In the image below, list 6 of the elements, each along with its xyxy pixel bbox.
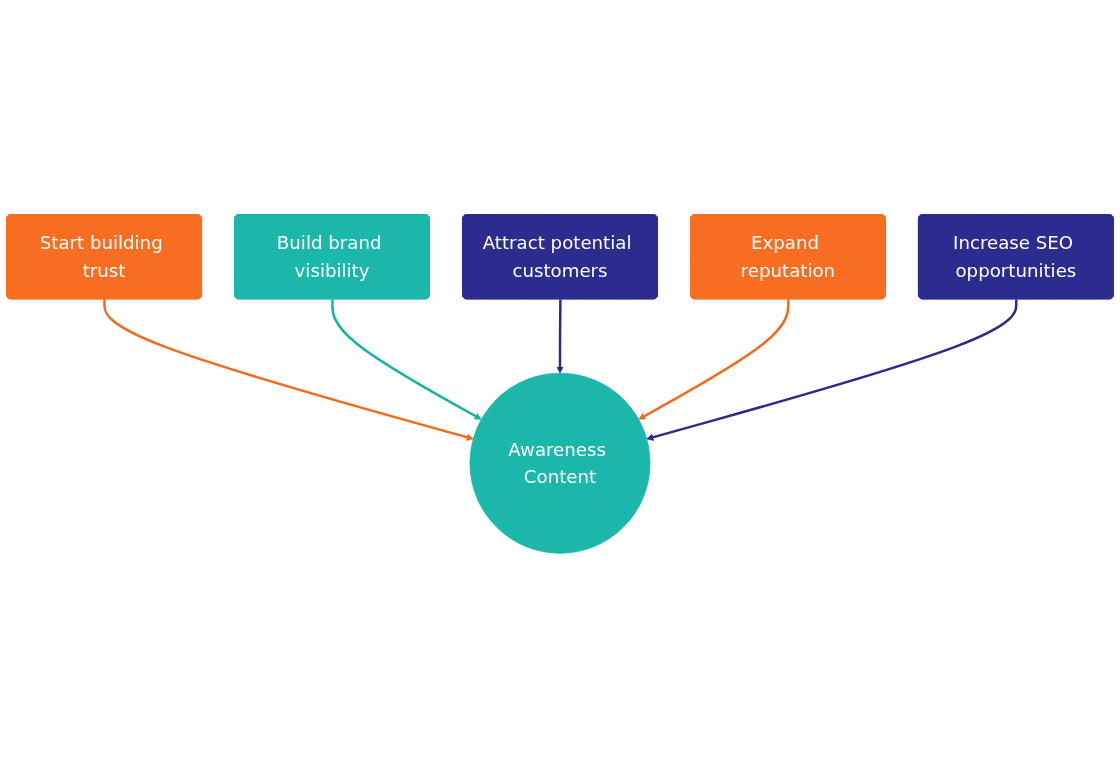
node-circle: Awareness Content [469, 372, 651, 554]
arrow [638, 299, 790, 420]
arrow [103, 299, 474, 441]
arrow [331, 299, 482, 420]
arrow [646, 299, 1018, 441]
arrow [556, 299, 564, 374]
